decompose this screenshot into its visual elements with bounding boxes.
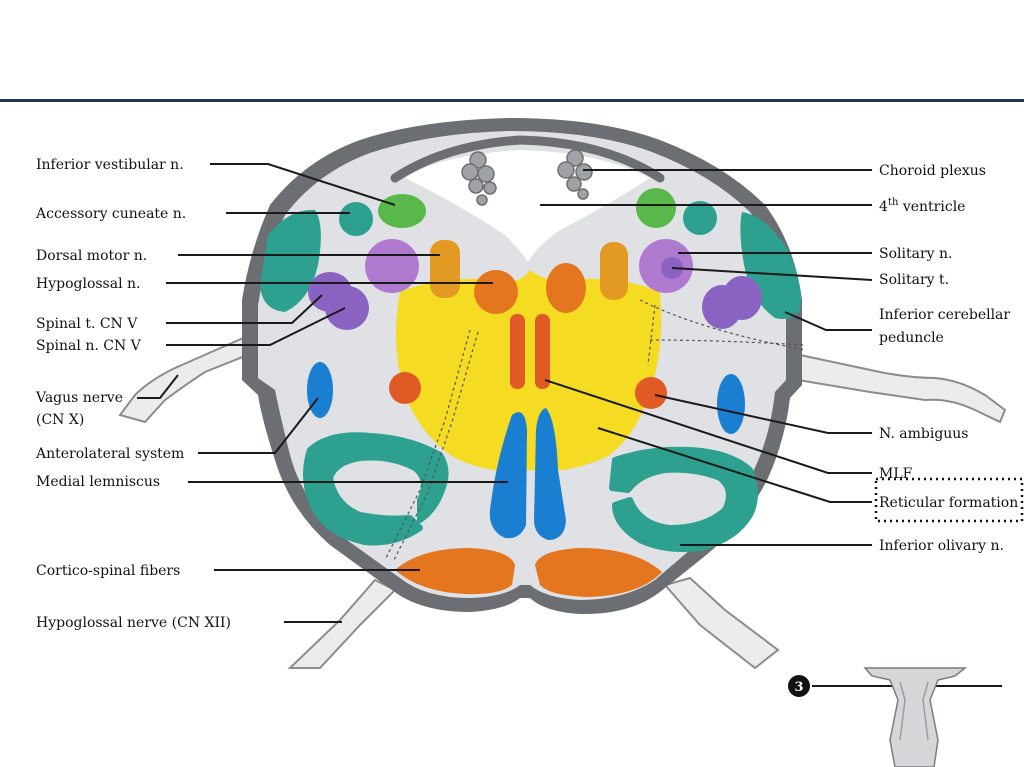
- label-fourth-ventricle: 4th ventricle: [879, 197, 965, 215]
- label-reticular-formation: Reticular formation: [879, 495, 1018, 511]
- inferior-vestibular-nucleus-left: [378, 194, 426, 228]
- hypoglossal-nerve-root-right: [663, 576, 780, 670]
- ventricle-sup: th: [888, 197, 899, 208]
- inferior-olive-left: [303, 432, 449, 546]
- anterolateral-system-right: [717, 374, 745, 434]
- level-marker-badge: [788, 675, 810, 697]
- label-spinal-n-cnv: Spinal n. CN V: [36, 338, 142, 354]
- cuneate-tract-left: [260, 209, 321, 312]
- dorsal-motor-nucleus-left: [430, 240, 460, 298]
- hypoglossal-nucleus-right: [546, 263, 586, 313]
- label-inf-cerebellar: Inferior cerebellar: [879, 307, 1010, 323]
- label-inferior-olivary: Inferior olivary n.: [879, 538, 1004, 554]
- label-solitary-n: Solitary n.: [879, 246, 952, 262]
- label-hypoglossal-n: Hypoglossal n.: [36, 276, 141, 292]
- accessory-cuneate-nucleus-right: [683, 201, 717, 235]
- ventricle-number: 4: [879, 199, 888, 215]
- medial-lemniscus-right: [534, 408, 566, 540]
- choroid-plexus-left: [461, 151, 497, 206]
- label-peduncle: peduncle: [879, 330, 944, 346]
- spinal-nucleus-cnv-right: [702, 285, 742, 329]
- leader-lines: [137, 163, 1002, 687]
- brainstem-thumbnail: [863, 667, 968, 767]
- n-ambiguus-left: [389, 372, 421, 404]
- reticular-highlight-box: [874, 477, 1024, 523]
- label-choroid-plexus: Choroid plexus: [879, 163, 986, 179]
- label-hypoglossal-nerve: Hypoglossal nerve (CN XII): [36, 615, 231, 631]
- inferior-vestibular-nucleus-right: [636, 188, 676, 228]
- dorsal-motor-nucleus-right: [600, 242, 628, 300]
- ventricle-roof: [390, 135, 665, 183]
- label-accessory-cuneate: Accessory cuneate n.: [35, 206, 186, 222]
- internal-arcuate-fibers: [384, 299, 806, 563]
- mlf-left: [510, 314, 525, 389]
- mlf-right: [535, 314, 550, 389]
- hypoglossal-nucleus-left: [474, 270, 518, 314]
- label-medial-lemniscus: Medial lemniscus: [36, 474, 160, 490]
- reticular-formation: [396, 270, 662, 472]
- n-ambiguus-right: [635, 377, 667, 409]
- spinal-nucleus-cnv-left: [325, 286, 369, 330]
- label-anterolateral: Anterolateral system: [35, 446, 184, 462]
- label-dorsal-motor: Dorsal motor n.: [36, 248, 147, 264]
- dorsal-motor-area-left: [365, 239, 419, 293]
- anterolateral-system-left: [307, 362, 333, 418]
- label-vagus-nerve: Vagus nerve: [35, 390, 123, 406]
- label-cortico-spinal: Cortico-spinal fibers: [36, 563, 180, 579]
- pyramid-right: [535, 548, 662, 597]
- ventricle-word: ventricle: [902, 199, 966, 215]
- label-spinal-t-cnv: Spinal t. CN V: [36, 316, 138, 332]
- label-mlf: MLF: [879, 466, 913, 482]
- label-cn-x: (CN X): [36, 412, 84, 428]
- hypoglossal-nerve-root-left: [287, 578, 397, 669]
- medial-lemniscus-left: [489, 412, 527, 539]
- vagus-nerve-root-left: [118, 333, 257, 424]
- label-n-ambiguus: N. ambiguus: [879, 426, 969, 442]
- level-marker-number: 3: [794, 680, 803, 695]
- label-solitary-t: Solitary t.: [879, 272, 949, 288]
- pyramid-left: [395, 548, 515, 595]
- label-inferior-vestibular: Inferior vestibular n.: [36, 157, 184, 173]
- header-rule: [0, 99, 1024, 102]
- accessory-cuneate-nucleus-left: [339, 202, 373, 236]
- vagus-nerve-root-right: [796, 353, 1007, 424]
- choroid-plexus-right: [557, 149, 593, 200]
- inferior-olive-right: [609, 446, 758, 552]
